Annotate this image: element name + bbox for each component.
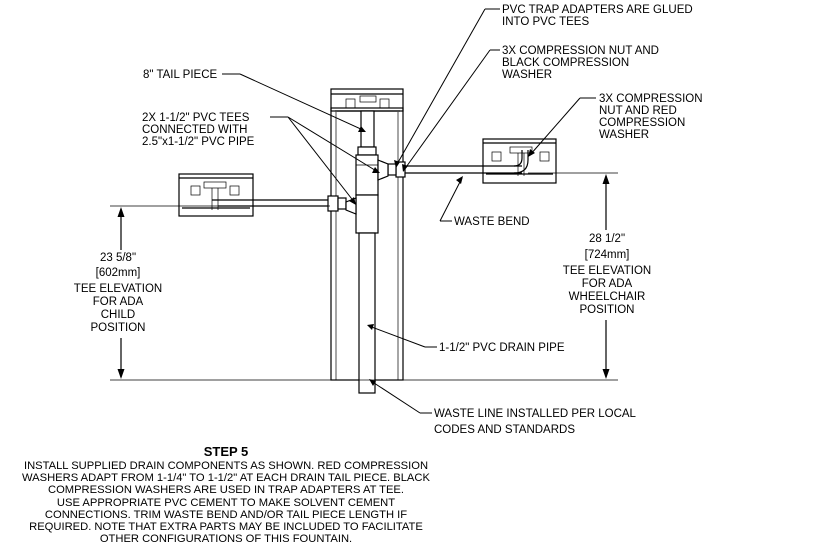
step-line: INSTALL SUPPLIED DRAIN COMPONENTS AS SHO… [23,460,429,472]
dimension-child-line: CHILD [101,309,136,321]
callout-nut-red-line: NUT AND RED [599,105,677,117]
callout-nut-black-line: 3X COMPRESSION NUT AND [502,45,659,57]
step-line: COMPRESSION WASHERS ARE USED IN TRAP ADA… [47,484,404,497]
callout-tees: 2X 1-1/2" PVC TEES CONNECTED WITH 2.5"x1… [142,112,255,148]
leader-nut-red [528,97,596,157]
callout-waste-bend: WASTE BEND [454,216,530,228]
dimension-wheelchair-line: FOR ADA [582,278,633,290]
child-dimension [110,205,331,381]
leader-waste-line [369,379,432,414]
dimension-wheelchair-line: 28 1/2" [589,233,625,245]
dimension-child-line: FOR ADA [93,296,144,308]
dimension-child-line: 23 5/8" [100,252,136,264]
callout-nut-red-line: 3X COMPRESSION [599,93,703,105]
dimension-label-wheelchair: 28 1/2" [724mm] TEE ELEVATION FOR ADA WH… [563,233,651,316]
dimension-child-line: TEE ELEVATION [74,283,162,295]
callout-waste-line-line: WASTE LINE INSTALLED PER LOCAL [434,408,637,420]
callout-drain-pipe: 1-1/2" PVC DRAIN PIPE [439,342,565,354]
dimension-child-line: POSITION [91,322,146,334]
dimension-label-child: 23 5/8" [602mm] TEE ELEVATION FOR ADA CH… [74,252,162,334]
callout-nut-black-line: BLACK COMPRESSION [502,57,629,69]
callout-nut-red-line: WASHER [599,129,649,141]
step-line: REQUIRED. NOTE THAT EXTRA PARTS MAY BE I… [29,521,423,534]
dimension-wheelchair-line: TEE ELEVATION [563,265,651,277]
callout-waste-line: WASTE LINE INSTALLED PER LOCAL CODES AND… [434,408,637,436]
callout-tees-line: CONNECTED WITH [142,124,247,136]
wheelchair-dimension [403,172,618,381]
leader-nut-black [402,49,500,172]
left-basin [178,173,254,217]
step-line: OTHER CONFIGURATIONS OF THIS FOUNTAIN. [99,533,353,546]
dimension-child-line: [602mm] [96,267,141,279]
dimension-wheelchair-line: [724mm] [585,249,630,261]
leader-waste-bend [439,176,463,222]
callout-nut-red-line: COMPRESSION [599,117,685,129]
leader-tail-piece [222,73,366,132]
leader-drain-pipe [367,324,437,348]
left-waste-bend-pipe [212,195,347,212]
callout-waste-bend-line: WASTE BEND [454,216,530,228]
leader-tees [270,116,380,205]
step-line: CONNECTIONS. TRIM WASTE BEND AND/OR TAIL… [44,508,408,521]
callout-nut-black: 3X COMPRESSION NUT AND BLACK COMPRESSION… [502,45,659,81]
callout-tail-piece: 8" TAIL PIECE [143,69,218,81]
callout-waste-line-line: CODES AND STANDARDS [434,424,575,436]
callout-nut-black-line: WASHER [502,69,552,81]
step-line: WASHERS ADAPT FROM 1-1/4" TO 1-1/2" AT E… [22,472,430,485]
tail-piece [357,110,377,156]
drain-pipe [358,232,376,394]
step-title: STEP 5 [203,444,249,459]
callout-pvc-trap-line: PVC TRAP ADAPTERS ARE GLUED [502,4,693,16]
callout-nut-red: 3X COMPRESSION NUT AND RED COMPRESSION W… [599,93,703,141]
callout-tees-line: 2X 1-1/2" PVC TEES [142,112,250,124]
step-instructions: STEP 5 INSTALL SUPPLIED DRAIN COMPONENTS… [0,444,452,545]
callout-drain-pipe-line: 1-1/2" PVC DRAIN PIPE [439,342,565,354]
callout-pvc-trap-line: INTO PVC TEES [502,16,589,28]
dimension-wheelchair-line: POSITION [580,304,635,316]
right-basin [482,138,557,184]
callout-pvc-trap: PVC TRAP ADAPTERS ARE GLUED INTO PVC TEE… [502,4,693,28]
callout-tail-piece-line: 8" TAIL PIECE [143,69,218,81]
step-body: INSTALL SUPPLIED DRAIN COMPONENTS AS SHO… [0,460,452,545]
callout-tees-line: 2.5"x1-1/2" PVC PIPE [142,136,255,148]
dimension-wheelchair-line: WHEELCHAIR [569,291,646,303]
step-line: USE APPROPRIATE PVC CEMENT TO MAKE SOLVE… [56,496,396,509]
leader-pvc-trap [394,8,500,168]
